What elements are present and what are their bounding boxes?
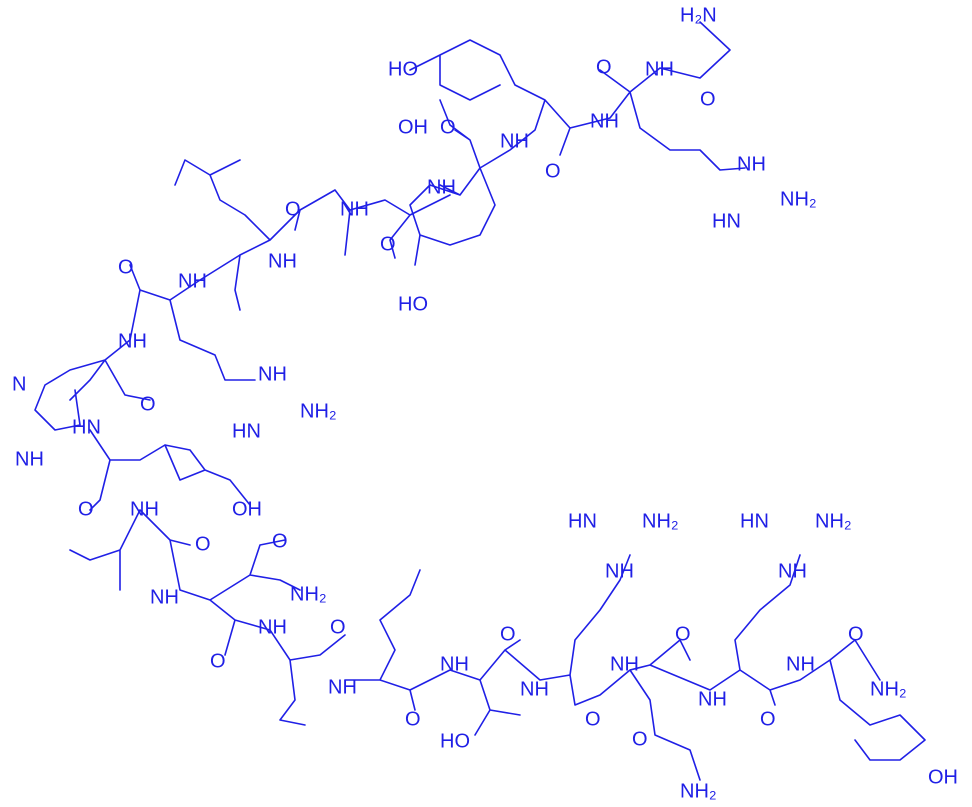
atom-label: NH [610,653,639,675]
atom-label: O [632,728,648,750]
atom-label: O [596,56,612,78]
atom-label: NH [178,270,207,292]
atom-label: OH [232,498,262,520]
atom-label: O [330,616,346,638]
atom-label: O [210,650,226,672]
atom-label: NH [500,130,529,152]
atom-label: O [500,623,516,645]
atom-label: O [380,233,396,255]
atom-label: NH [605,560,634,582]
atom-label: O [140,393,156,415]
atom-label: O [405,708,421,730]
bond-path [174,159,451,311]
atom-label: O [848,623,864,645]
atom-label: NH [328,676,357,698]
atom-label: H₂N [680,4,717,26]
atom-label: O [118,256,134,278]
atom-label: HN [72,416,101,438]
atom-label: NH [258,616,287,638]
atom-label: NH [778,560,807,582]
atom-label: NH [440,653,469,675]
atom-label: NH₂ [642,510,679,532]
atom-label: NH [590,110,619,132]
atom-label: HO [388,58,418,80]
atom-label: NH [258,363,287,385]
atom-label: OH [928,766,958,788]
atom-label: O [760,708,776,730]
atom-label: O [285,198,301,220]
bond-path [69,509,346,726]
atom-label: O [195,533,211,555]
atom-label: NH₂ [680,780,717,802]
atom-label: O [675,623,691,645]
atom-label: NH [698,688,727,710]
atom-label: NH [645,58,674,80]
atom-label: O [440,116,456,138]
atom-label: O [78,498,94,520]
atom-label: HN [712,210,741,232]
atom-label: NH₂ [780,188,817,210]
atom-label: OH [398,116,428,138]
atom-label: NH₂ [290,583,327,605]
atom-label: NH [520,678,549,700]
atom-label: NH [15,448,44,470]
atom-label: NH [268,250,297,272]
atom-label: NH [737,153,766,175]
bond-layer [34,21,926,781]
atom-label: HO [440,730,470,752]
atom-label-layer: H₂N NH O NH O HO NH NH₂ HN OH O NH NH O … [12,4,958,802]
atom-label: NH [130,498,159,520]
bond-path [34,254,256,511]
atom-label: NH [118,330,147,352]
bond-path [409,21,746,266]
atom-label: NH [340,198,369,220]
atom-label: NH [150,586,179,608]
atom-label: HO [398,293,428,315]
atom-label: O [545,160,561,182]
atom-label: O [272,530,288,552]
atom-label: HN [568,510,597,532]
atom-label: N [12,373,26,395]
atom-label: NH₂ [300,400,337,422]
atom-label: HN [232,420,261,442]
bond-path [344,554,926,781]
atom-label: NH [427,176,456,198]
atom-label: NH₂ [870,678,907,700]
atom-label: O [585,708,601,730]
atom-label: O [700,88,716,110]
atom-label: HN [740,510,769,532]
atom-label: NH₂ [815,510,852,532]
atom-label: NH [786,653,815,675]
